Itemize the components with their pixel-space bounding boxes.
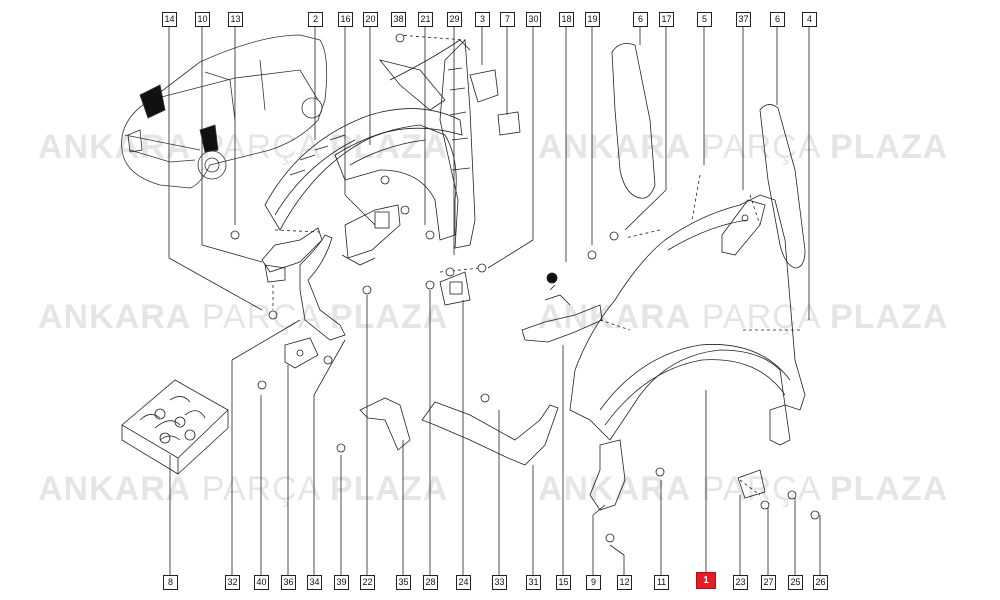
small-bracket <box>439 271 471 306</box>
callout-28: 28 <box>423 575 438 590</box>
upper-bracket-left <box>261 227 323 283</box>
callout-12: 12 <box>617 575 632 590</box>
fender-bracket-lower <box>589 439 626 511</box>
small-corner-bracket <box>737 469 766 499</box>
wheel-arch-liner <box>264 39 471 231</box>
leader-lines <box>168 25 821 575</box>
fender-lower-bracket <box>769 404 791 446</box>
callout-36: 36 <box>281 575 296 590</box>
callout-14: 14 <box>162 12 177 27</box>
callout-13: 13 <box>228 12 243 27</box>
callout-27: 27 <box>761 575 776 590</box>
center-bracket <box>341 204 401 266</box>
callout-39: 39 <box>334 575 349 590</box>
callout-6b: 6 <box>770 12 785 27</box>
callout-26: 26 <box>813 575 828 590</box>
fender-bracket <box>721 199 766 256</box>
callout-3: 3 <box>475 12 490 27</box>
side-bracket <box>469 69 521 136</box>
front-strut <box>299 234 346 341</box>
callout-1-highlighted: 1 <box>696 572 716 589</box>
callout-21: 21 <box>418 12 433 27</box>
callout-37: 37 <box>736 12 751 27</box>
callout-24: 24 <box>456 575 471 590</box>
callout-8: 8 <box>163 575 178 590</box>
callout-2: 2 <box>308 12 323 27</box>
side-trim-b <box>759 104 806 269</box>
callout-18: 18 <box>559 12 574 27</box>
callout-20: 20 <box>363 12 378 27</box>
callout-17: 17 <box>659 12 674 27</box>
callout-5: 5 <box>697 12 712 27</box>
assembly-lines <box>272 34 800 496</box>
side-trim-a <box>611 43 656 199</box>
small-hinge <box>284 337 319 369</box>
callout-34: 34 <box>307 575 322 590</box>
callout-29: 29 <box>447 12 462 27</box>
callout-38: 38 <box>391 12 406 27</box>
callout-7: 7 <box>500 12 515 27</box>
front-fender <box>569 194 806 441</box>
fasteners <box>230 33 820 543</box>
lower-rail <box>421 401 559 466</box>
callout-15: 15 <box>556 575 571 590</box>
callout-9: 9 <box>586 575 601 590</box>
callout-22: 22 <box>360 575 375 590</box>
callout-40: 40 <box>254 575 269 590</box>
callout-32: 32 <box>225 575 240 590</box>
front-inner-liner <box>334 39 476 249</box>
callout-10: 10 <box>195 12 210 27</box>
center-lower-bracket <box>521 284 603 343</box>
callout-23: 23 <box>733 575 748 590</box>
callout-31: 31 <box>526 575 541 590</box>
car-thumbnail <box>121 34 328 189</box>
clip-nut <box>546 272 558 284</box>
callout-6a: 6 <box>633 12 648 27</box>
callout-30: 30 <box>526 12 541 27</box>
callout-4: 4 <box>802 12 817 27</box>
callout-25: 25 <box>788 575 803 590</box>
callout-11: 11 <box>654 575 669 590</box>
callout-33: 33 <box>492 575 507 590</box>
callout-19: 19 <box>585 12 600 27</box>
clip-box <box>121 379 229 475</box>
callout-35: 35 <box>396 575 411 590</box>
lower-bracket-left <box>359 397 411 451</box>
callout-16: 16 <box>338 12 353 27</box>
